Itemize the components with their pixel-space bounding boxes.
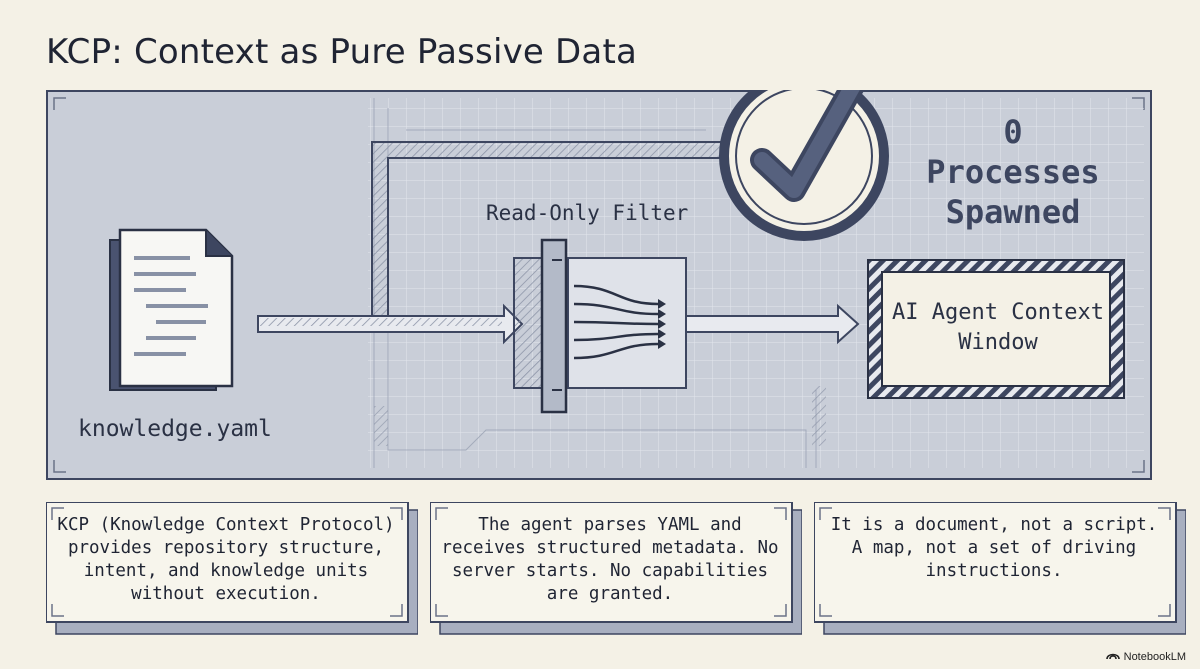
notebooklm-logo-icon bbox=[1105, 650, 1120, 663]
info-card: It is a document, not a script. A map, n… bbox=[814, 502, 1186, 635]
document-icon bbox=[109, 228, 234, 391]
card-text: The agent parses YAML and receives struc… bbox=[441, 515, 779, 604]
card-text: KCP (Knowledge Context Protocol) provide… bbox=[57, 515, 395, 604]
filter-icon bbox=[513, 238, 687, 414]
card-text: It is a document, not a script. A map, n… bbox=[830, 515, 1158, 581]
info-card: KCP (Knowledge Context Protocol) provide… bbox=[46, 502, 418, 635]
agent-label: AI Agent Context Window bbox=[892, 300, 1104, 355]
document-label: knowledge.yaml bbox=[78, 416, 272, 442]
arrow-right-icon bbox=[685, 303, 860, 345]
info-card: The agent parses YAML and receives struc… bbox=[430, 502, 802, 635]
badge-label: NotebookLM bbox=[1123, 650, 1186, 663]
page-title: KCP: Context as Pure Passive Data bbox=[46, 32, 638, 72]
notebooklm-badge: NotebookLM bbox=[1105, 650, 1186, 663]
diagram-canvas bbox=[46, 90, 1152, 480]
filter-label: Read-Only Filter bbox=[486, 201, 689, 225]
agent-context-window bbox=[867, 259, 1125, 399]
diagram-panel: knowledge.yaml Read-Only Filter 0 Proces… bbox=[46, 90, 1152, 480]
check-circle-icon bbox=[719, 90, 889, 241]
processes-label: 0 Processes Spawned bbox=[926, 113, 1100, 231]
